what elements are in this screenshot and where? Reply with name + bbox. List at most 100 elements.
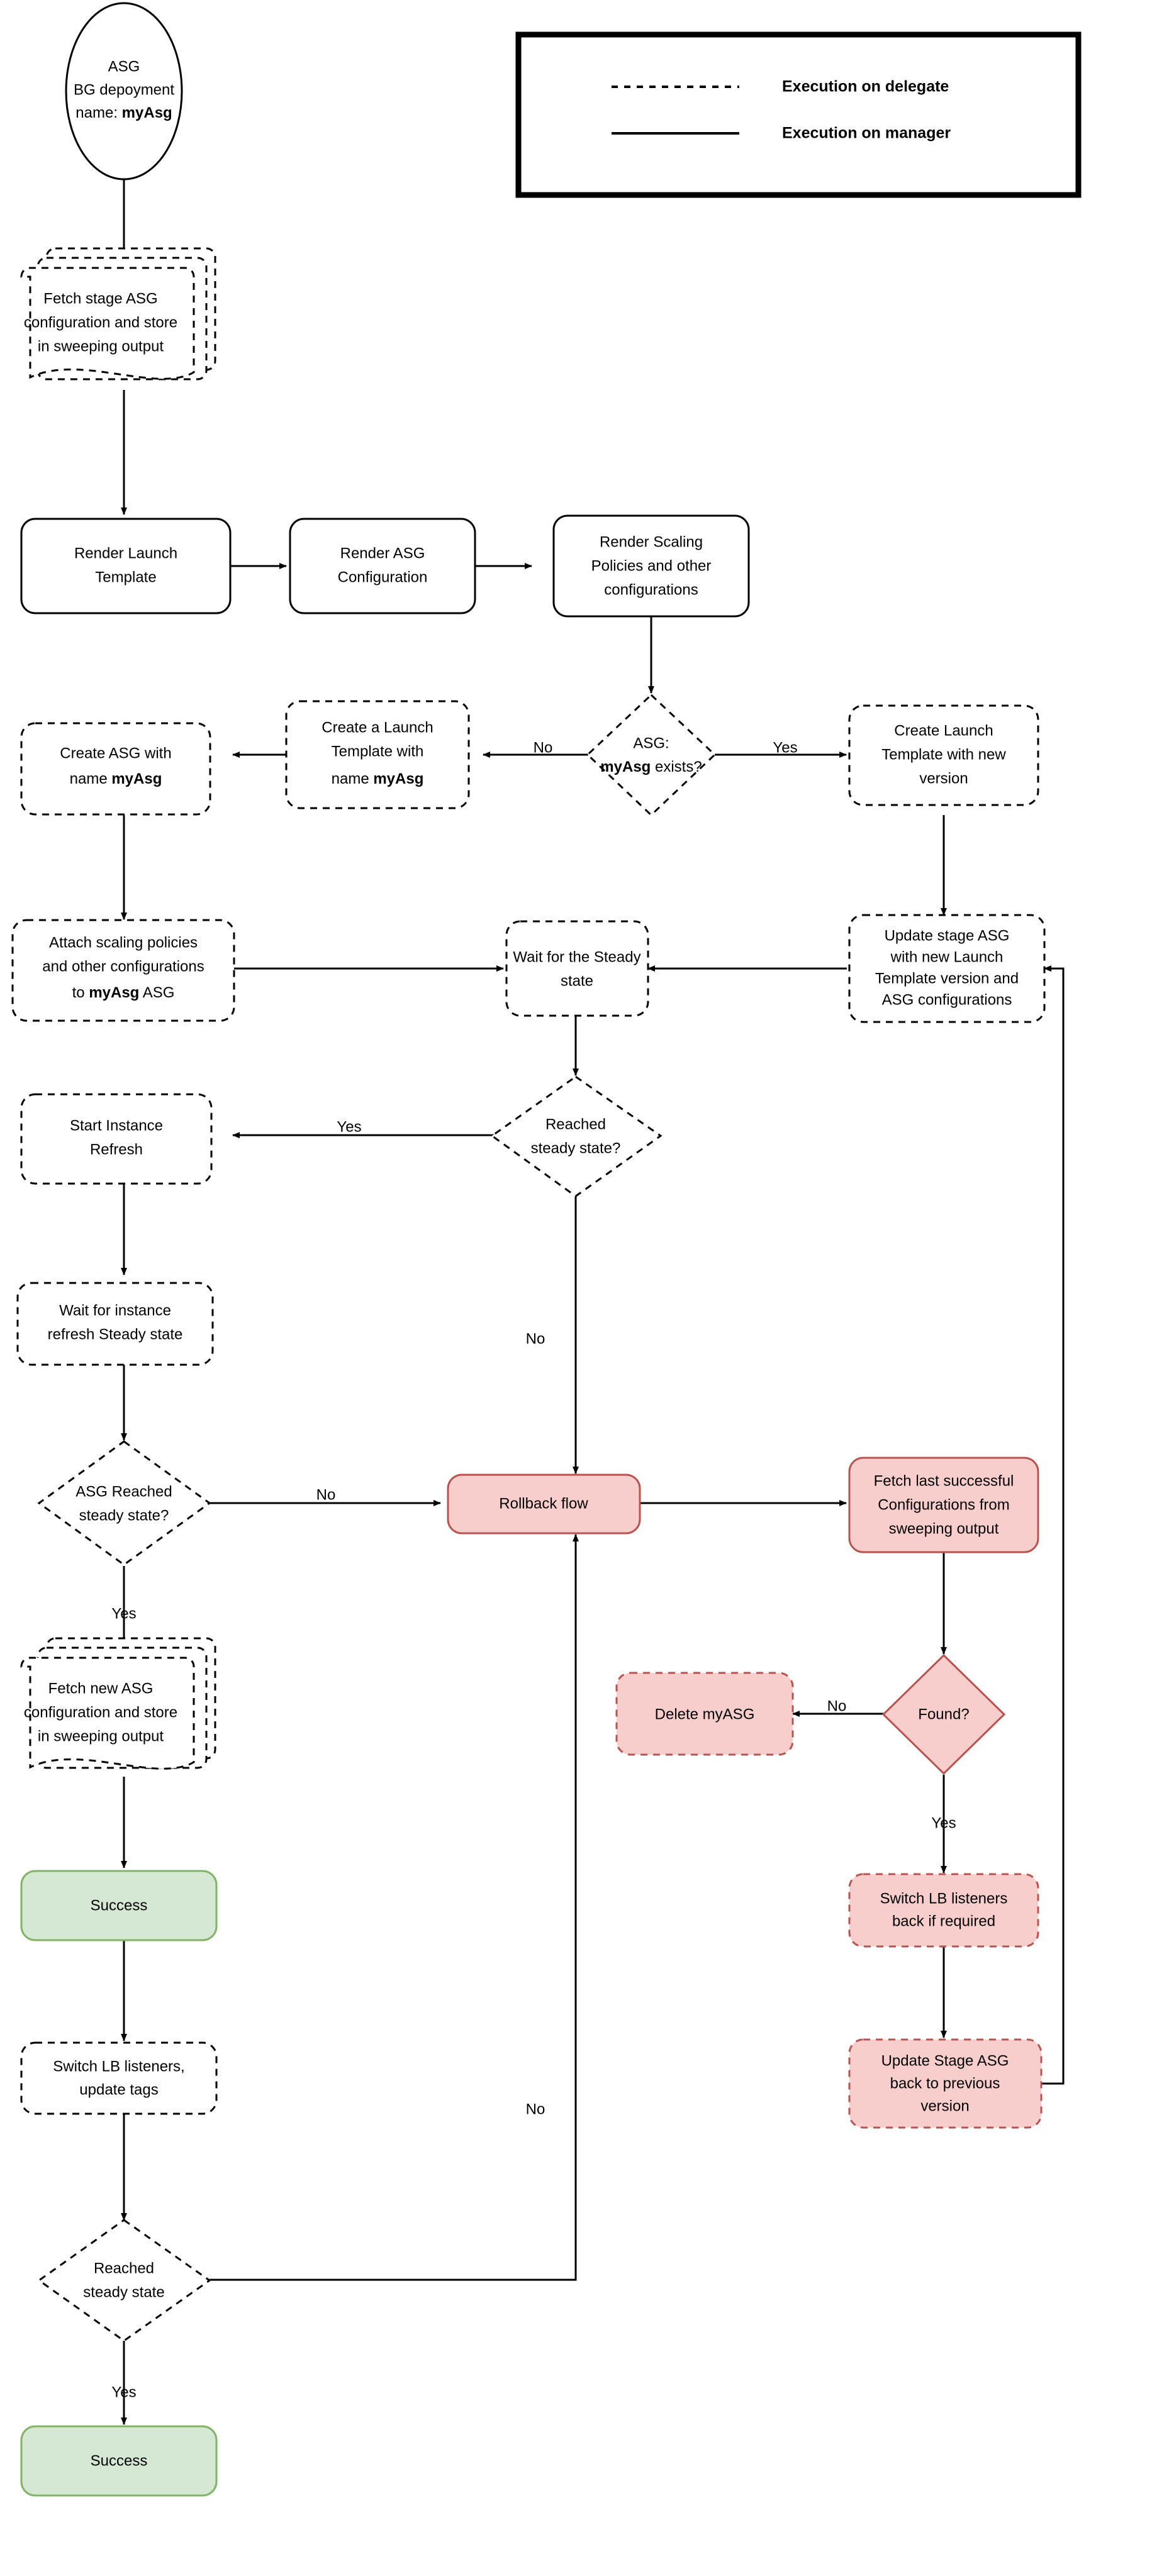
node-asg-exists-decision[interactable]: ASG: myAsg exists? <box>586 693 717 817</box>
create-lt-new-rect <box>848 704 1039 806</box>
wait-refresh-rect <box>16 1282 214 1366</box>
switch-lb-back-label-1: Switch LB listeners <box>880 1890 1008 1907</box>
node-fetch-new-asg-config[interactable]: Fetch new ASG configuration and store in… <box>20 1637 216 1770</box>
wait-refresh-label-2: refresh Steady state <box>48 1326 183 1343</box>
edge-label-asg-reached-no: No <box>316 1486 336 1503</box>
create-asg-label-2: name myAsg <box>70 770 162 787</box>
edge-label-reached2-yes: Yes <box>111 2384 136 2401</box>
node-reached-steady-state-2[interactable]: Reached steady state <box>37 2219 211 2342</box>
legend: Execution on delegate Execution on manag… <box>515 31 1082 198</box>
fetch-last-label-1: Fetch last successful <box>874 1472 1014 1489</box>
node-wait-for-steady-state[interactable]: Wait for the Steady state <box>505 920 649 1017</box>
start-refresh-label-1: Start Instance <box>70 1117 163 1134</box>
update-stage-back-label-2: back to previous <box>890 2075 1000 2092</box>
node-render-asg-configuration[interactable]: Render ASG Configuration <box>289 518 476 614</box>
render-scaling-label-1: Render Scaling <box>600 533 703 550</box>
fetch-last-label-2: Configurations from <box>878 1496 1009 1513</box>
legend-label-manager: Execution on manager <box>782 125 951 142</box>
node-found-decision[interactable]: Found? <box>881 1653 1006 1775</box>
success-2-rect <box>20 2425 218 2497</box>
node-fetch-last-successful[interactable]: Fetch last successful Configurations fro… <box>848 1457 1039 1553</box>
legend-label-delegate: Execution on delegate <box>782 78 949 96</box>
node-start[interactable]: ASG BG depoyment name: myAsg <box>65 2 183 180</box>
update-stage-label-2: with new Launch <box>890 948 1004 965</box>
asg-reached-label-2: steady state? <box>79 1507 169 1524</box>
start-ellipse <box>65 2 183 180</box>
rollback-label: Rollback flow <box>499 1495 588 1512</box>
create-lt-named-label-1: Create a Launch <box>322 719 433 736</box>
start-refresh-label-2: Refresh <box>90 1141 143 1158</box>
node-create-launch-template-named[interactable]: Create a Launch Template with name myAsg <box>285 700 470 809</box>
rollback-rect <box>447 1474 641 1535</box>
fetch-last-label-3: sweeping output <box>889 1520 999 1537</box>
delete-myasg-rect <box>615 1672 794 1756</box>
node-switch-lb-update-tags[interactable]: Switch LB listeners, update tags <box>20 2041 218 2115</box>
legend-box <box>515 31 1082 198</box>
update-stage-back-rect <box>848 2038 1043 2129</box>
create-asg-rect <box>20 722 211 816</box>
node-delete-myasg[interactable]: Delete myASG <box>615 1672 794 1756</box>
update-stage-back-label-1: Update Stage ASG <box>881 2052 1009 2069</box>
reached-steady-label-1: Reached <box>545 1116 606 1133</box>
create-lt-named-label-2: Template with <box>332 743 424 760</box>
asg-reached-diamond <box>37 1440 211 1566</box>
render-launch-rect <box>20 518 232 614</box>
render-asg-label-2: Configuration <box>338 569 428 586</box>
render-launch-label-2: Template <box>95 569 156 586</box>
node-success-1[interactable]: Success <box>20 1870 218 1941</box>
create-lt-named-rect <box>285 700 470 809</box>
fetch-last-rect <box>848 1457 1039 1553</box>
reached-steady-2-label-1: Reached <box>94 2260 154 2277</box>
reached-steady-2-diamond <box>37 2219 211 2342</box>
attach-scaling-label-1: Attach scaling policies <box>49 934 198 951</box>
attach-scaling-label-2: and other configurations <box>42 958 204 975</box>
fetch-new-label-2: configuration and store <box>24 1704 177 1721</box>
node-success-2[interactable]: Success <box>20 2425 218 2497</box>
success-1-label: Success <box>91 1897 148 1914</box>
create-lt-named-label-3: name myAsg <box>332 770 424 787</box>
fetch-new-label-3: in sweeping output <box>38 1728 164 1745</box>
update-stage-label-1: Update stage ASG <box>885 927 1010 944</box>
reached-steady-label-2: steady state? <box>531 1140 621 1157</box>
node-asg-reached-steady-decision[interactable]: ASG Reached steady state? <box>37 1440 211 1566</box>
wait-steady-rect <box>505 920 649 1017</box>
render-scaling-rect <box>552 514 750 618</box>
node-rollback-flow[interactable]: Rollback flow <box>447 1474 641 1535</box>
delete-myasg-label: Delete myASG <box>655 1706 755 1723</box>
start-label-3: name: myAsg <box>75 104 172 121</box>
edge-label-asg-exists-yes: Yes <box>773 739 797 756</box>
node-start-instance-refresh[interactable]: Start Instance Refresh <box>20 1093 213 1185</box>
create-lt-new-label-1: Create Launch <box>894 722 993 739</box>
node-update-stage-asg[interactable]: Update stage ASG with new Launch Templat… <box>848 914 1046 1023</box>
wait-refresh-label-1: Wait for instance <box>59 1302 171 1319</box>
update-stage-asg-rect <box>848 914 1046 1023</box>
edge-update-back-to-update-stage <box>1041 965 1065 2085</box>
node-create-launch-template-new-version[interactable]: Create Launch Template with new version <box>848 704 1039 806</box>
node-fetch-stage-asg[interactable]: Fetch stage ASG configuration and store … <box>20 247 216 380</box>
node-reached-steady-state-decision[interactable]: Reached steady state? <box>490 1075 663 1197</box>
fetch-stage-label-3: in sweeping output <box>38 338 164 355</box>
node-create-asg[interactable]: Create ASG with name myAsg <box>20 722 211 816</box>
node-wait-instance-refresh[interactable]: Wait for instance refresh Steady state <box>16 1282 214 1366</box>
edge-label-asg-reached-yes: Yes <box>111 1605 136 1622</box>
render-scaling-label-3: configurations <box>604 581 698 598</box>
success-2-label: Success <box>91 2452 148 2469</box>
wait-steady-label-2: state <box>561 972 593 989</box>
fetch-stage-label-1: Fetch stage ASG <box>43 290 157 307</box>
fetch-stage-doc-front <box>20 267 195 380</box>
reached-steady-diamond <box>490 1075 663 1197</box>
switch-lb-tags-label-2: update tags <box>79 2081 158 2098</box>
fetch-new-label-1: Fetch new ASG <box>48 1680 154 1697</box>
node-attach-scaling-policies[interactable]: Attach scaling policies and other config… <box>11 919 235 1022</box>
success-1-rect <box>20 1870 218 1941</box>
node-update-stage-asg-back[interactable]: Update Stage ASG back to previous versio… <box>848 2038 1043 2129</box>
node-render-scaling-policies[interactable]: Render Scaling Policies and other config… <box>552 514 750 618</box>
edge-label-reached-steady-yes: Yes <box>337 1118 361 1135</box>
node-render-launch-template[interactable]: Render Launch Template <box>20 518 232 614</box>
node-switch-lb-back[interactable]: Switch LB listeners back if required <box>848 1873 1039 1948</box>
create-lt-new-label-2: Template with new <box>881 746 1006 763</box>
asg-exists-label-2: myAsg exists? <box>600 758 702 775</box>
render-scaling-label-2: Policies and other <box>591 557 712 574</box>
edges-layer: No Yes Yes No No Yes <box>111 179 1065 2425</box>
